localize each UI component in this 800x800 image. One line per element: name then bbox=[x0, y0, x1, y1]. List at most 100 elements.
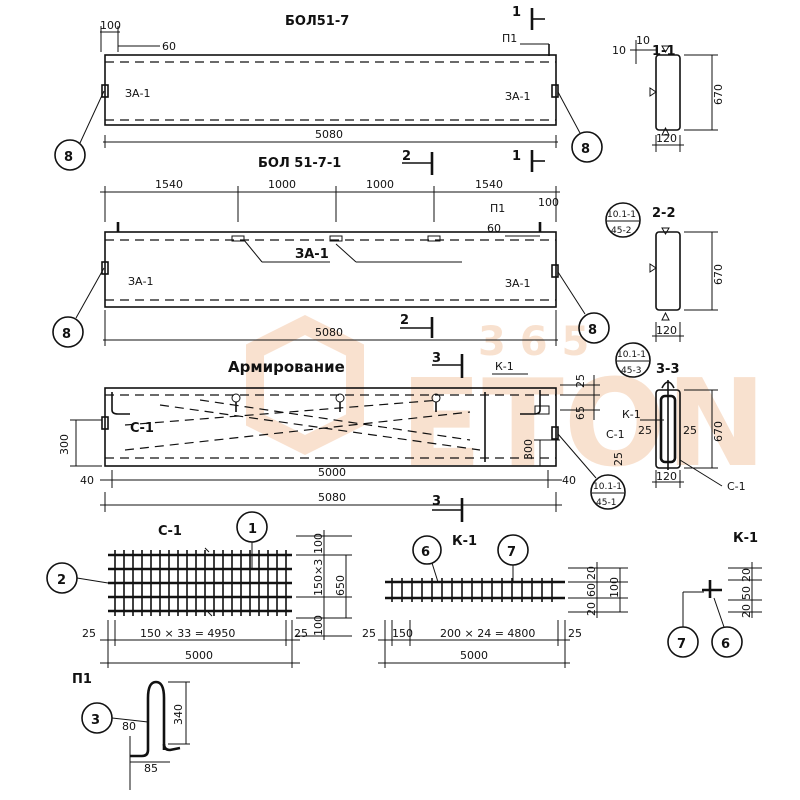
za1-label-e: ЗА-1 bbox=[505, 277, 531, 290]
dim-1540-b: 1540 bbox=[475, 178, 503, 191]
c1-label-b: С-1 bbox=[606, 428, 625, 441]
k1-label-b: К-1 bbox=[622, 408, 641, 421]
callout-1: 1 bbox=[248, 522, 257, 537]
p1-label-a: П1 bbox=[502, 32, 517, 45]
dim-200x24: 200 × 24 = 4800 bbox=[440, 627, 535, 640]
dim-20-a: 20 bbox=[585, 566, 598, 580]
dim-120-c: 120 bbox=[656, 470, 677, 483]
section-3-3: 10.1-1 45-3 3-3 К-1 С-1 25 25 25 670 120… bbox=[606, 342, 746, 493]
dim-25-h: 25 bbox=[568, 627, 582, 640]
k1-label-a: К-1 bbox=[495, 360, 514, 373]
dim-670-b: 670 bbox=[712, 264, 725, 285]
dim-25-a: 25 bbox=[574, 374, 587, 388]
za1-label-c: ЗА-1 bbox=[295, 247, 329, 262]
c1-label-c: С-1 bbox=[727, 480, 746, 493]
beam-title-1: БОЛ51-7 bbox=[285, 14, 349, 29]
dim-300-b: 300 bbox=[522, 439, 535, 460]
dim-10-a: 10 bbox=[636, 34, 650, 47]
callout-7-b: 7 bbox=[677, 637, 686, 652]
dim-100-e: 100 bbox=[608, 577, 621, 598]
dim-20-d: 20 bbox=[740, 604, 753, 618]
cut-mark-1-b: 1 bbox=[512, 149, 521, 164]
loop-p1-detail: П1 3 340 80 85 bbox=[72, 672, 190, 790]
dim-150x33: 150 × 33 = 4950 bbox=[140, 627, 235, 640]
callout-8-c: 8 bbox=[62, 327, 71, 342]
dim-20-b: 20 bbox=[585, 602, 598, 616]
dim-25-g: 25 bbox=[362, 627, 376, 640]
cut-mark-3-bottom: 3 bbox=[432, 494, 441, 509]
dim-5080-c: 5080 bbox=[318, 491, 346, 504]
watermark-text: ETON bbox=[400, 355, 766, 494]
dim-25-d: 25 bbox=[612, 452, 625, 466]
section-2-2-title: 2-2 bbox=[652, 206, 676, 221]
dim-85: 85 bbox=[144, 762, 158, 775]
dim-5080-b: 5080 bbox=[315, 326, 343, 339]
dim-10-b: 10 bbox=[612, 44, 626, 57]
dim-65: 65 bbox=[574, 406, 587, 420]
beam-title-2: БОЛ 51-7-1 bbox=[258, 156, 341, 171]
dim-25-b: 25 bbox=[638, 424, 652, 437]
beam-bol51-7-1: БОЛ 51-7-1 2 1 1540 1000 1000 1540 П1 10… bbox=[52, 149, 610, 348]
callout-8-d: 8 bbox=[588, 323, 597, 338]
mesh-c1-detail: С-1 1 2 100 150×3 100 650 25 25 150 × 3 bbox=[46, 511, 352, 668]
frame-k1-detail: К-1 6 7 20 60 20 100 25 150 25 200 × 24 … bbox=[362, 534, 628, 668]
cut-mark-1: 1 bbox=[512, 5, 521, 20]
dim-20-c: 20 bbox=[740, 568, 753, 582]
dim-5080-a: 5080 bbox=[315, 128, 343, 141]
dim-100-c: 100 bbox=[312, 533, 325, 554]
dim-340: 340 bbox=[172, 704, 185, 725]
callout-8-a: 8 bbox=[64, 150, 73, 165]
za1-label-d: ЗА-1 bbox=[128, 275, 154, 288]
dim-40-a: 40 bbox=[80, 474, 94, 487]
dim-5000-c: 5000 bbox=[460, 649, 488, 662]
dim-40-b: 40 bbox=[562, 474, 576, 487]
dim-150x3: 150×3 bbox=[312, 559, 325, 596]
dim-100-a: 100 bbox=[100, 19, 121, 32]
dim-60-c: 60 bbox=[585, 583, 598, 597]
ref-10-1-1-a: 10.1-1 bbox=[607, 210, 636, 220]
dim-120-a: 120 bbox=[656, 132, 677, 145]
dim-100-d: 100 bbox=[312, 615, 325, 636]
dim-650: 650 bbox=[334, 575, 347, 596]
dim-5000-a: 5000 bbox=[318, 466, 346, 479]
dim-60-b: 60 bbox=[487, 222, 501, 235]
frame-k1-section: К-1 20 50 20 7 6 bbox=[667, 531, 762, 658]
callout-6-b: 6 bbox=[721, 637, 730, 652]
dim-25-c: 25 bbox=[683, 424, 697, 437]
ref-45-1: 45-1 bbox=[596, 498, 616, 508]
dim-25-e: 25 bbox=[82, 627, 96, 640]
watermark: ETON 3 6 5 bbox=[246, 314, 766, 494]
p1-label-b: П1 bbox=[490, 202, 505, 215]
section-3-3-title: 3-3 bbox=[656, 362, 680, 377]
dim-60-a: 60 bbox=[162, 40, 176, 53]
section-2-2: 10.1-1 45-2 2-2 670 120 bbox=[605, 202, 725, 342]
za1-label-a: ЗА-1 bbox=[125, 87, 151, 100]
k1-detail-title: К-1 bbox=[452, 534, 477, 549]
section-1-1: 1-1 10 10 670 120 bbox=[612, 34, 725, 152]
dim-1540-a: 1540 bbox=[155, 178, 183, 191]
cut-mark-2-bottom: 2 bbox=[400, 313, 409, 328]
callout-8-b: 8 bbox=[581, 142, 590, 157]
dim-1000-a: 1000 bbox=[268, 178, 296, 191]
ref-45-3: 45-3 bbox=[621, 366, 641, 376]
dim-100-b: 100 bbox=[538, 196, 559, 209]
dim-5000-b: 5000 bbox=[185, 649, 213, 662]
c1-label-a: С-1 bbox=[130, 421, 154, 436]
dim-25-f: 25 bbox=[294, 627, 308, 640]
dim-670-c: 670 bbox=[712, 421, 725, 442]
ref-45-2: 45-2 bbox=[611, 226, 631, 236]
dim-150-k: 150 bbox=[392, 627, 413, 640]
dim-50: 50 bbox=[740, 586, 753, 600]
watermark-365: 3 6 5 bbox=[478, 319, 589, 365]
za1-label-b: ЗА-1 bbox=[505, 90, 531, 103]
ref-10-1-1-c: 10.1-1 bbox=[593, 482, 622, 492]
dim-120-b: 120 bbox=[656, 324, 677, 337]
reinforcement-view: Армирование 3 К-1 С-1 300 bbox=[58, 351, 626, 522]
callout-3: 3 bbox=[91, 713, 100, 728]
callout-2: 2 bbox=[57, 573, 66, 588]
dim-300-a: 300 bbox=[58, 434, 71, 455]
dim-80: 80 bbox=[122, 720, 136, 733]
cut-mark-3-top: 3 bbox=[432, 351, 441, 366]
reinforcement-title: Армирование bbox=[228, 358, 345, 376]
